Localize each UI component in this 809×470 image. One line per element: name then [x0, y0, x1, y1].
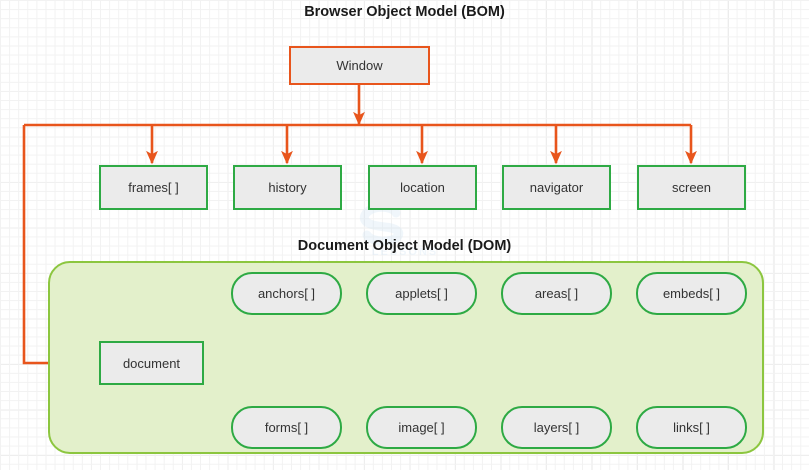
node-embeds[interactable]: embeds[ ] [636, 272, 747, 315]
node-screen[interactable]: screen [637, 165, 746, 210]
node-layers[interactable]: layers[ ] [501, 406, 612, 449]
node-image[interactable]: image[ ] [366, 406, 477, 449]
node-anchors[interactable]: anchors[ ] [231, 272, 342, 315]
bom-title: Browser Object Model (BOM) [304, 4, 505, 20]
node-forms[interactable]: forms[ ] [231, 406, 342, 449]
node-areas[interactable]: areas[ ] [501, 272, 612, 315]
node-document[interactable]: document [99, 341, 204, 385]
node-location[interactable]: location [368, 165, 477, 210]
node-window[interactable]: Window [289, 46, 430, 85]
node-history[interactable]: history [233, 165, 342, 210]
node-applets[interactable]: applets[ ] [366, 272, 477, 315]
node-links[interactable]: links[ ] [636, 406, 747, 449]
dom-title: Document Object Model (DOM) [297, 238, 512, 254]
node-navigator[interactable]: navigator [502, 165, 611, 210]
node-frames[interactable]: frames[ ] [99, 165, 208, 210]
